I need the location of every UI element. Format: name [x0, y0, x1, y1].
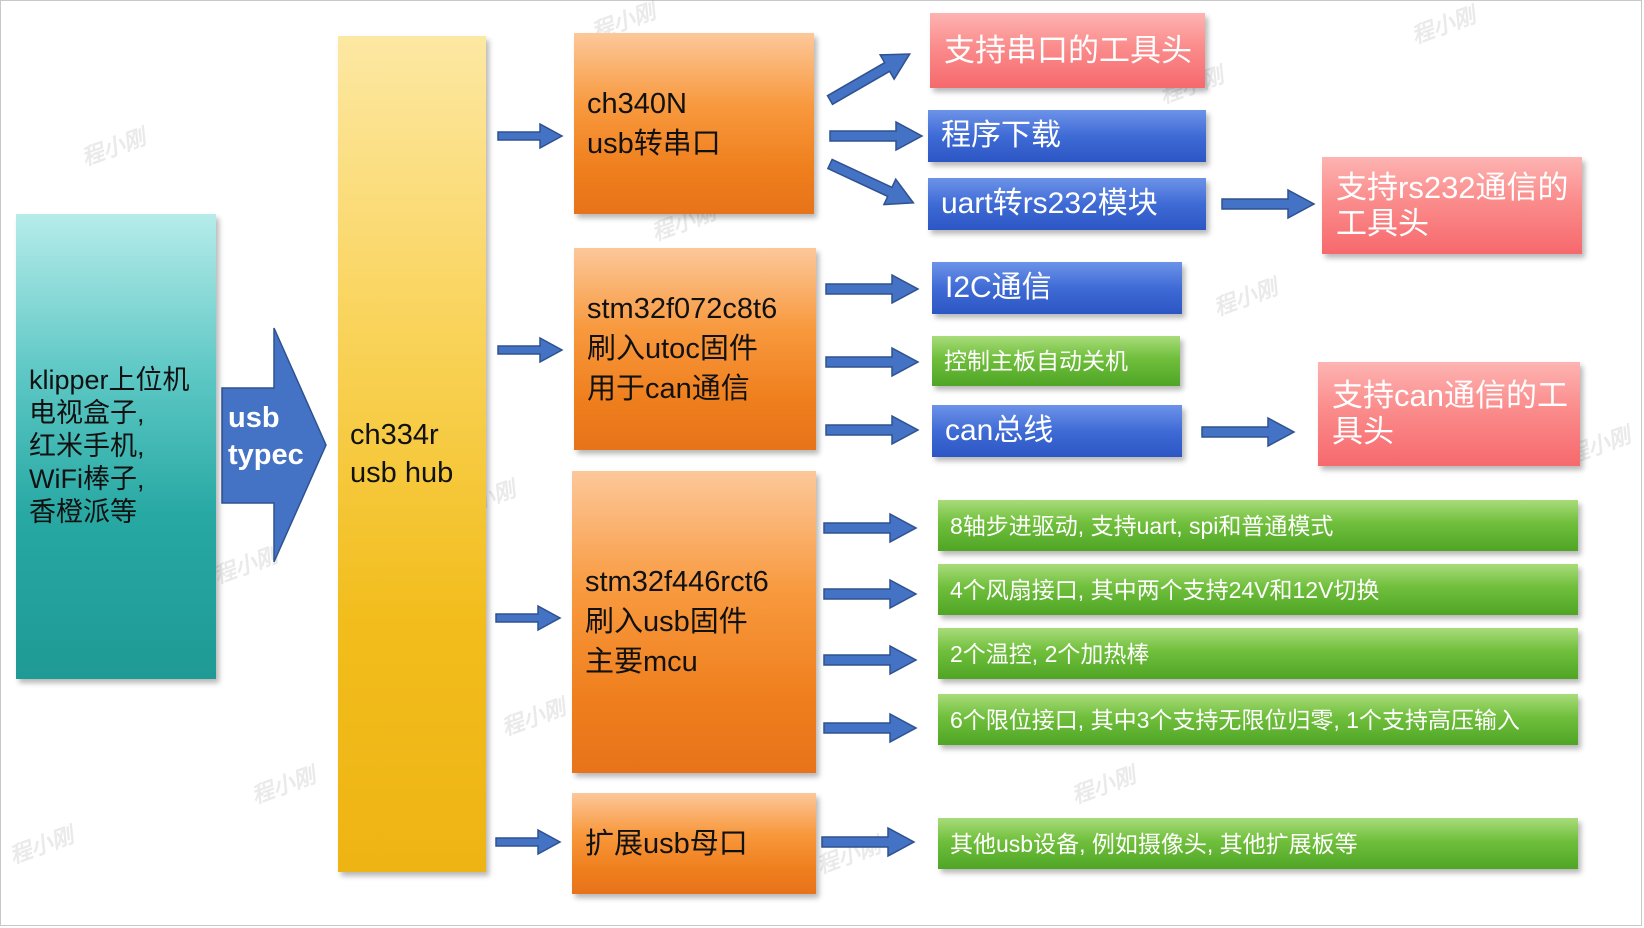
i2c-box: I2C通信 — [932, 262, 1182, 314]
usb-hub-box: ch334r usb hub — [338, 36, 486, 872]
arrow-stm32f072-i2c — [825, 274, 919, 304]
can-tool-head-box: 支持can通信的工 具头 — [1318, 362, 1580, 466]
arrow-mcu-heaters — [823, 645, 917, 675]
arrow-hub-stm32f446 — [495, 605, 561, 631]
mcu-feature-endstops: 6个限位接口, 其中3个支持无限位归零, 1个支持高压输入 — [938, 694, 1578, 745]
rs232-tool-head-box: 支持rs232通信的 工具头 — [1322, 157, 1582, 254]
usb-devices-box: 其他usb设备, 例如摄像头, 其他扩展板等 — [938, 818, 1578, 869]
arrow-mcu-fans — [823, 579, 917, 609]
usb-typec-arrow — [221, 327, 327, 563]
arrow-stm32f072-can — [825, 415, 919, 445]
arrow-mcu-endstops — [823, 713, 917, 743]
download-box: 程序下载 — [928, 110, 1206, 162]
stm32f072-box: stm32f072c8t6 刷入utoc固件 用于can通信 — [574, 248, 816, 450]
ch340-box: ch340N usb转串口 — [574, 33, 814, 214]
arrow-ch340-download — [829, 121, 923, 151]
arrow-uart-rs232-tool — [1221, 189, 1315, 219]
usb-typec-label: usb typec — [228, 402, 304, 471]
power-control-box: 控制主板自动关机 — [932, 336, 1180, 386]
can-bus-box: can总线 — [932, 405, 1182, 457]
arrow-can-tool — [1201, 417, 1295, 447]
arrow-hub-usb-ext — [495, 829, 561, 855]
arrow-hub-stm32f072 — [497, 337, 563, 363]
mcu-feature-heaters: 2个温控, 2个加热棒 — [938, 628, 1578, 679]
mcu-feature-fans: 4个风扇接口, 其中两个支持24V和12V切换 — [938, 564, 1578, 615]
serial-tool-head-box: 支持串口的工具头 — [930, 13, 1205, 88]
arrow-usb-ext-devices — [821, 827, 915, 857]
arrow-ch340-uart — [823, 150, 921, 217]
arrow-mcu-steppers — [823, 513, 917, 543]
arrow-ch340-tool-head — [822, 41, 918, 113]
usb-ext-box: 扩展usb母口 — [572, 793, 816, 894]
uart-rs232-box: uart转rs232模块 — [928, 178, 1206, 230]
arrow-hub-ch340 — [497, 123, 563, 149]
mcu-feature-steppers: 8轴步进驱动, 支持uart, spi和普通模式 — [938, 500, 1578, 551]
stm32f446-box: stm32f446rct6 刷入usb固件 主要mcu — [572, 471, 816, 773]
arrow-stm32f072-power — [825, 347, 919, 377]
host-box: klipper上位机 电视盒子, 红米手机, WiFi棒子, 香橙派等 — [16, 214, 216, 679]
